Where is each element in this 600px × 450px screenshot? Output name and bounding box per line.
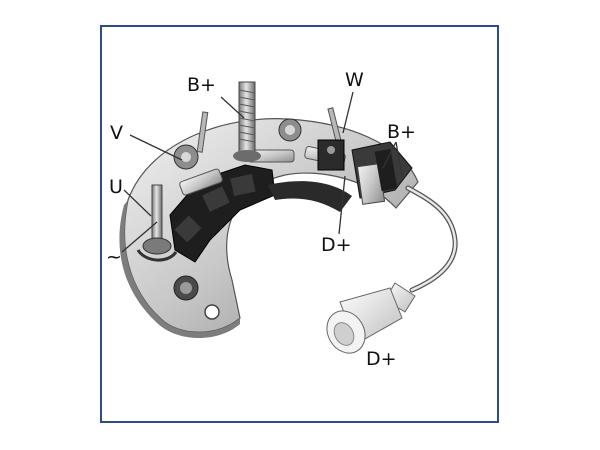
label-b-plus-right: B+: [387, 121, 416, 143]
mounting-hole: [204, 304, 220, 320]
label-w: W: [345, 69, 364, 91]
label-d-plus-mid: D+: [321, 234, 352, 256]
leader-u: [123, 189, 152, 217]
leader-b-plus-right-2: [395, 141, 403, 177]
label-d-plus-bottom: D+: [366, 348, 397, 370]
leader-v: [129, 134, 183, 161]
leader-d-plus-mid: [338, 175, 346, 235]
leader-b-plus-right-1: [382, 141, 397, 169]
leader-w: [342, 91, 354, 134]
label-v: V: [110, 122, 123, 144]
label-b-plus-top: B+: [187, 74, 216, 96]
leader-lines: [121, 91, 403, 253]
u-stud: [151, 184, 163, 246]
leader-b-plus-top: [220, 96, 245, 119]
d-plus-plug: [326, 282, 416, 354]
label-tilde: ~: [106, 246, 122, 268]
label-u: U: [109, 176, 123, 198]
leader-tilde: [121, 221, 158, 253]
w-terminal: [317, 139, 345, 171]
